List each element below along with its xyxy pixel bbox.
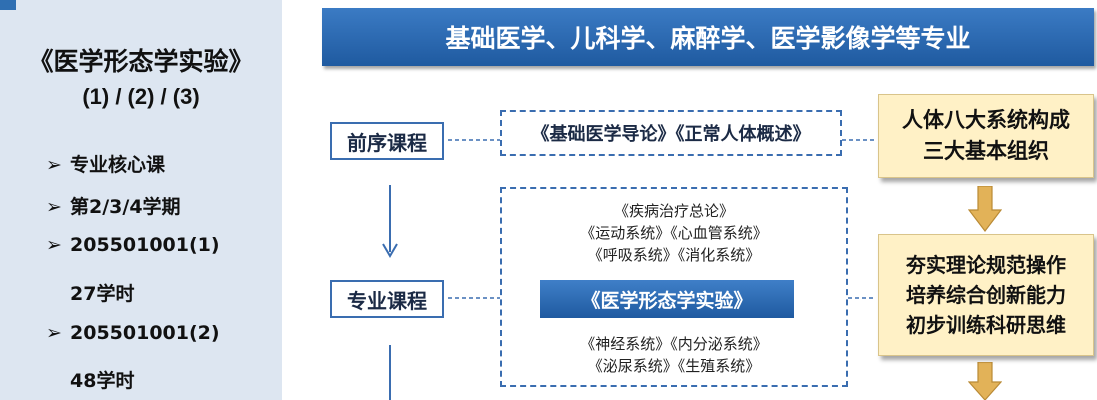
bullet-arrow-icon: ➢ [46, 196, 62, 218]
major-label: 专业课程 [330, 280, 444, 318]
header-banner: 基础医学、儿科学、麻醉学、医学影像学等专业 [322, 8, 1094, 66]
bullet-arrow-icon: ➢ [46, 234, 62, 256]
bullet-item: ➢ 205501001(1) [46, 234, 220, 256]
goal-box-foundation: 人体八大系统构成 三大基本组织 [878, 94, 1094, 178]
goal-line: 培养综合创新能力 [906, 283, 1066, 307]
main-course-box: 《医学形态学实验》 [540, 280, 794, 318]
major-courses-top: 《疾病治疗总论》 《运动系统》《心血管系统》 《呼吸系统》《消化系统》 [500, 200, 848, 266]
prereq-courses: 《基础医学导论》《正常人体概述》 [531, 124, 811, 145]
course-title: 《医学形态学实验》 [28, 47, 254, 76]
course-subtitle: (1) / (2) / (3) [82, 84, 200, 109]
bullet-item: ➢ 205501001(2) [46, 322, 220, 344]
bullet-continuation: 48学时 [70, 370, 135, 392]
course-line: 《泌尿系统》《生殖系统》 [587, 357, 761, 375]
bullet-continuation: 27学时 [70, 283, 135, 305]
course-line: 《呼吸系统》《消化系统》 [587, 246, 761, 264]
left-panel [0, 0, 282, 400]
goal-line: 夯实理论规范操作 [906, 253, 1066, 277]
major-courses-bottom: 《神经系统》《内分泌系统》 《泌尿系统》《生殖系统》 [500, 333, 848, 377]
prereq-label: 前序课程 [330, 122, 444, 160]
bullet-text: 专业核心课 [70, 154, 166, 176]
bullet-arrow-icon: ➢ [46, 154, 62, 176]
bullet-item: ➢ 专业核心课 [46, 150, 165, 177]
goal-line: 三大基本组织 [923, 139, 1049, 163]
course-line: 《运动系统》《心血管系统》 [580, 224, 768, 242]
course-line: 《疾病治疗总论》 [613, 202, 734, 220]
bullet-item: ➢ 第2/3/4学期 [46, 192, 181, 219]
bullet-text: 第2/3/4学期 [70, 196, 181, 218]
corner-accent [0, 0, 16, 10]
bullet-arrow-icon: ➢ [46, 322, 62, 344]
goal-line: 人体八大系统构成 [902, 107, 1070, 132]
bullet-text: 205501001(1) [70, 234, 220, 256]
down-arrow-icon [968, 186, 1002, 232]
down-arrow-icon [968, 362, 1002, 400]
bullet-text: 205501001(2) [70, 322, 220, 344]
course-line: 《神经系统》《内分泌系统》 [580, 335, 768, 353]
goal-line: 初步训练科研思维 [906, 313, 1066, 337]
goal-box-outcomes: 夯实理论规范操作 培养综合创新能力 初步训练科研思维 [878, 234, 1094, 356]
prereq-courses-box: 《基础医学导论》《正常人体概述》 [500, 110, 842, 156]
